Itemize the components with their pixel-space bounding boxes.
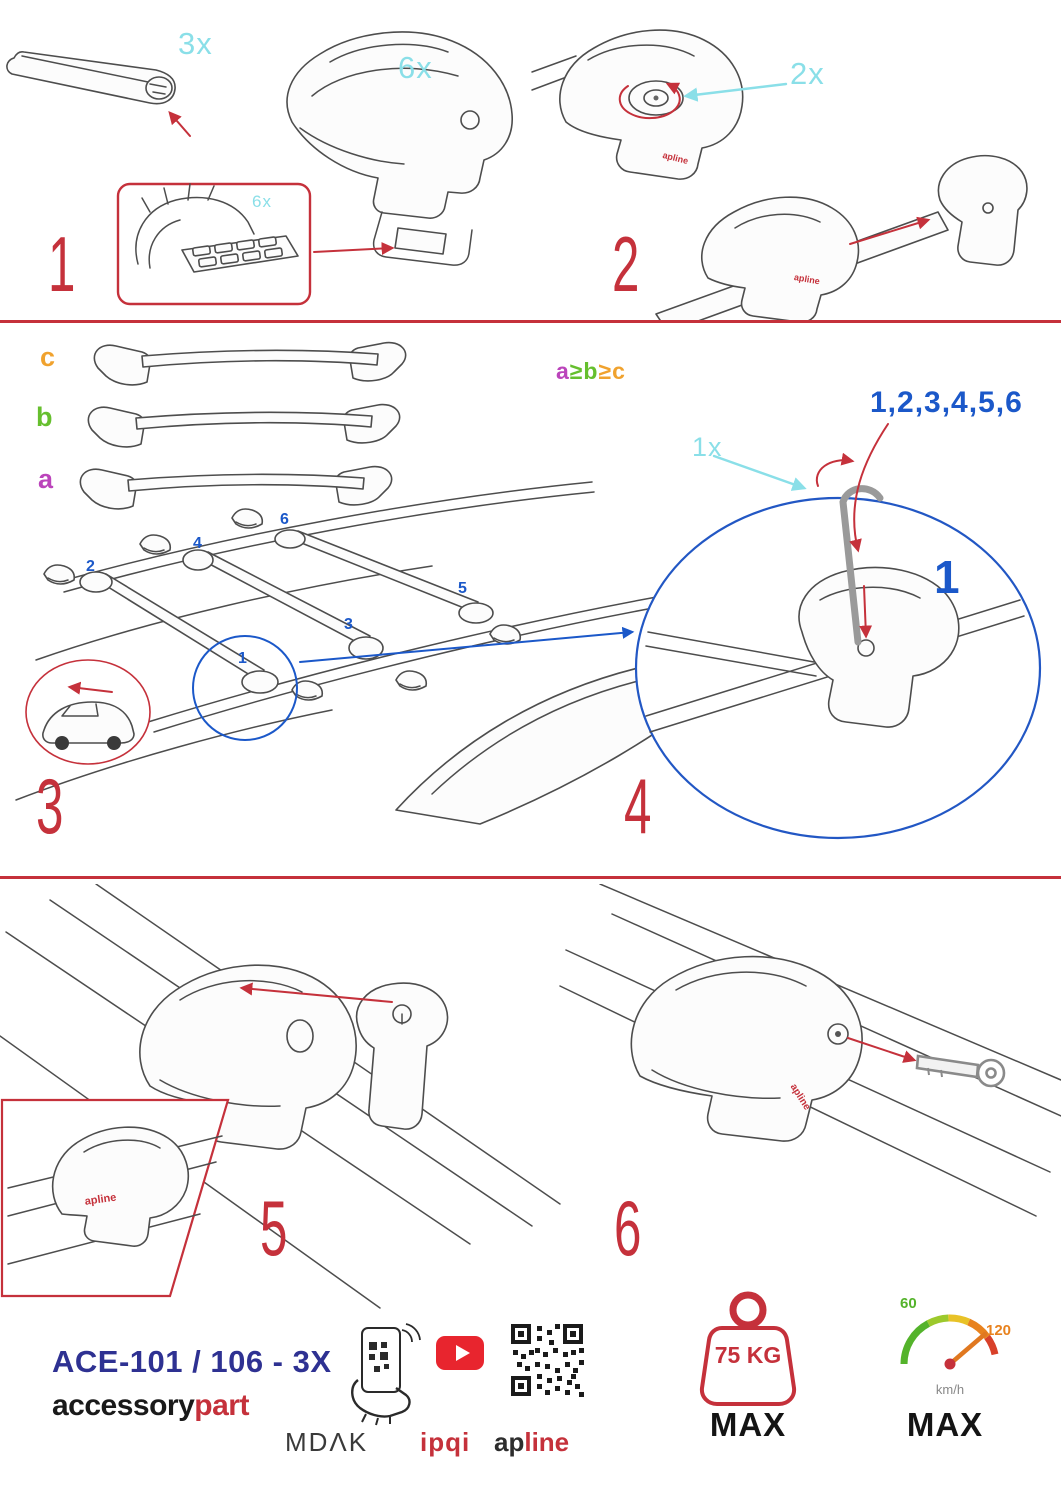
position-1-highlight-circle (192, 635, 298, 741)
step-1-number: 1 (48, 220, 76, 309)
sequence-arrow (849, 423, 889, 553)
rule-gte-2: ≥ (598, 358, 613, 384)
speed-unit-label: km/h (935, 1382, 965, 1397)
qr-code-icon (509, 1322, 585, 1398)
weight-max-label: MAX (709, 1406, 787, 1443)
weight-limit-icon (699, 1291, 797, 1406)
bar-size-c-drawing (93, 341, 407, 386)
rule-a: a (556, 358, 570, 384)
first-position-label: 1 (934, 551, 960, 603)
youtube-icon (436, 1336, 484, 1370)
tighten-order-label: 1,2,3,4,5,6 (870, 386, 1023, 419)
position-label-3: 3 (344, 616, 353, 633)
car-position-indicator (25, 659, 151, 765)
pad-quantity-label: 6x (252, 192, 272, 211)
step6-key-drawing (559, 884, 1061, 1217)
rule-b: b (583, 358, 599, 384)
bolt-arrow (859, 585, 873, 639)
rule-gte-1: ≥ (569, 358, 584, 384)
weight-limit-value: 75 KG (714, 1342, 782, 1368)
knob-quantity-arrow (683, 82, 788, 102)
apline-line: line (524, 1427, 570, 1457)
key-quantity-arrow (712, 454, 807, 491)
speed-max-label: MAX (906, 1406, 984, 1443)
foot-knob-drawing (531, 29, 744, 180)
section-divider-1 (0, 320, 1061, 323)
car-roof-drawing (15, 481, 719, 825)
speedometer-needle (947, 1331, 988, 1367)
key-icon (915, 1054, 1006, 1088)
key-insert-arrow (847, 1037, 917, 1063)
phone-scan-icon (351, 1323, 421, 1426)
bar-size-b-drawing (87, 403, 401, 448)
speedometer-icon (900, 1314, 999, 1370)
position-label-4: 4 (193, 535, 202, 552)
bar-label-a: a (38, 464, 54, 494)
section-divider-2 (0, 876, 1061, 879)
step-3-number: 3 (36, 762, 64, 851)
foot-quantity-label: 6x (398, 50, 433, 85)
bar-label-c: c (40, 342, 56, 372)
position-label-6: 6 (280, 511, 289, 528)
step-4-number: 4 (624, 762, 652, 851)
brand-wordmark: accessorypart (52, 1389, 249, 1423)
ipqi-logo: ipqi (420, 1427, 471, 1457)
assembly-row-1-illustration (6, 29, 1028, 320)
crossbar-tube-drawing (6, 51, 176, 105)
speed-low-label: 60 (900, 1295, 917, 1312)
pad-to-foot-arrow (313, 242, 395, 256)
knob-quantity-label: 2x (790, 56, 825, 91)
rule-c: c (612, 358, 626, 384)
key-rotation-arrow (815, 452, 855, 487)
apline-ap: ap (494, 1427, 525, 1457)
key-quantity-label: 1x (692, 432, 723, 462)
apline-brand-logo: apline (494, 1427, 569, 1458)
position-label-2: 2 (86, 558, 95, 575)
bar-endcap-pointer-arrow (168, 111, 191, 137)
assembly-row-2-illustration (15, 341, 1042, 840)
car-direction-arrow (67, 681, 113, 695)
position-label-1: 1 (238, 650, 247, 667)
foot-zoom-ellipse (634, 452, 1042, 840)
brand-part: part (194, 1389, 249, 1422)
foot-assembly-drawing (286, 31, 513, 266)
brand-accessory: accessory (52, 1389, 195, 1422)
step-5-number: 5 (260, 1184, 288, 1273)
bar-size-a-drawing (79, 465, 393, 510)
step-6-number: 6 (614, 1184, 642, 1273)
bar-quantity-label: 3x (178, 26, 213, 61)
position-label-5: 5 (458, 580, 467, 597)
lock-insert-arrow (239, 982, 393, 1003)
foot-endcap-drawing (655, 154, 1028, 320)
rubber-pad-detail-box (116, 182, 312, 306)
product-model-label: ACE-101 / 106 - 3X (52, 1344, 332, 1379)
step-2-number: 2 (612, 220, 640, 309)
pad-holes (191, 236, 284, 268)
step5-lock-drawing (0, 884, 561, 1309)
bar-label-b: b (36, 402, 53, 432)
mdak-logo: MDΛK (285, 1427, 369, 1457)
zoom-pointer-arrow (299, 626, 635, 663)
speed-high-label: 120 (986, 1322, 1012, 1339)
assembly-row-3-illustration (0, 884, 1061, 1309)
endcap-insert-arrow (849, 216, 931, 245)
knob-rotation-arrow (618, 82, 681, 120)
size-rule-label: a≥b≥c (556, 358, 626, 385)
